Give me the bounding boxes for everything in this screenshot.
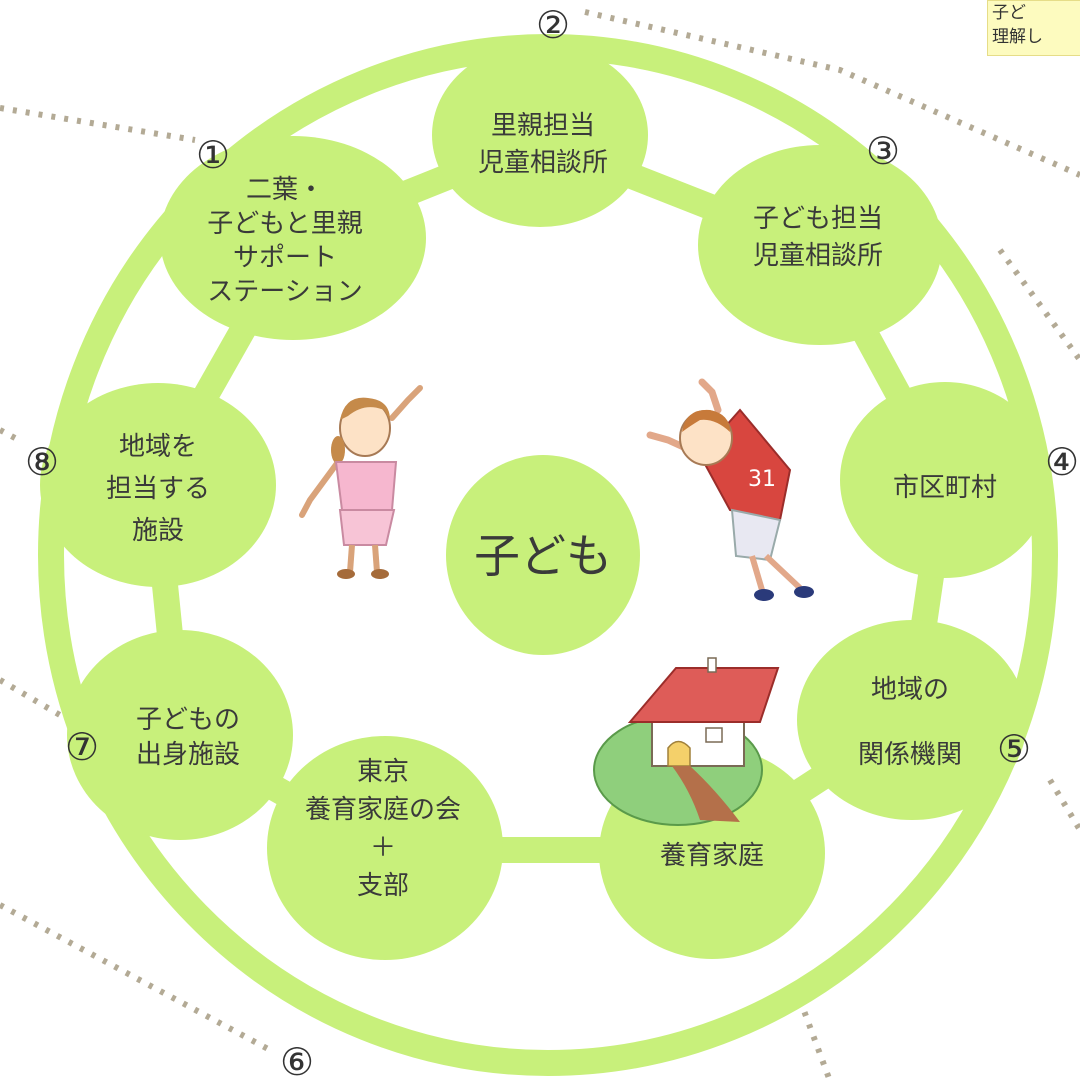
node-1-line-4: ステーション [207,277,362,307]
center-circle [446,455,640,655]
house-illustration [593,657,780,826]
center-label: 子ども [474,529,612,583]
note-line-2: 理解し [992,27,1043,47]
boy-illustration: 31 [646,378,814,601]
node-2-line-2: 児童相談所 [478,148,608,178]
number-8: ⑧ [25,440,59,484]
node-5-line-1: 地域の [871,675,949,705]
number-3: ③ [866,129,900,173]
number-2: ② [536,3,570,47]
node-8-line-1: 地域を [119,432,197,462]
node-5-line-2: 関係機関 [858,740,962,770]
node-7-line-2: 出身施設 [136,740,240,770]
girl-illustration [299,385,423,579]
node-6a-line-1: 養育家庭 [660,841,764,871]
node-1-line-3: サポート [233,243,337,273]
node-2-line-1: 里親担当 [491,111,595,141]
node-6-line-2: 養育家庭の会 [305,795,461,825]
dotted-line-right-low [1047,778,1080,832]
number-4: ④ [1045,440,1079,484]
node-6-line-1: 東京 [357,757,409,787]
node-6-line-4: 支部 [357,871,409,901]
node-6-line-3: ＋ [370,833,396,863]
dotted-line-left-mid [0,427,17,441]
node-3-line-1: 子ども担当 [753,204,883,234]
dotted-line-left-top [0,105,196,143]
node-7-circle [67,630,293,840]
node-3-line-2: 児童相談所 [753,241,883,271]
node-5-circle [797,620,1027,820]
note-line-1: 子ど [992,3,1026,23]
number-7: ⑦ [65,725,99,769]
partial-note-box: 子ど 理解し [987,0,1080,56]
node-3-circle [698,145,942,345]
node-8-line-3: 施設 [132,516,184,546]
dotted-line-bottom-left [0,902,272,1053]
number-6: ⑥ [280,1040,314,1081]
node-1-line-1: 二葉・ [246,175,324,205]
dotted-line-top [584,9,1080,178]
dotted-line-bottom [797,998,833,1081]
node-2-circle [432,43,648,227]
node-8-circle [40,383,276,587]
dotted-connectors [0,9,1080,1081]
node-4-line-1: 市区町村 [893,473,997,503]
dotted-line-right [997,248,1080,362]
node-7-line-1: 子どもの [136,705,240,735]
node-1-circle [160,136,426,340]
node-6-circle [267,736,503,960]
node-1-line-2: 子どもと里親 [207,209,362,239]
node-8-line-2: 担当する [106,474,210,504]
number-5: ⑤ [997,727,1031,771]
number-1: ① [196,133,230,177]
node-4-circle [840,382,1050,578]
jersey-number: 31 [748,467,776,492]
